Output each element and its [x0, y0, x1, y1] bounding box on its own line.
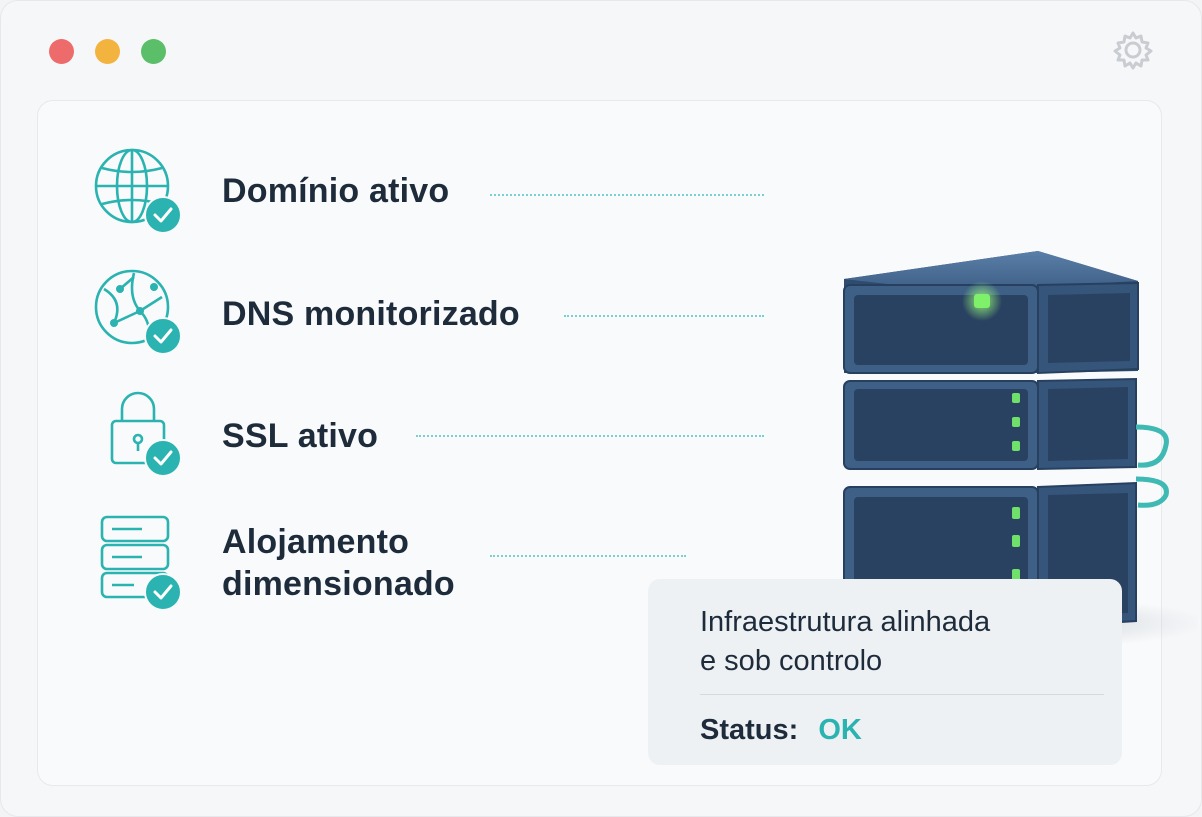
feature-label: SSL ativo	[222, 417, 379, 455]
connector-line	[564, 315, 764, 317]
check-circle-icon	[144, 573, 182, 611]
divider	[700, 694, 1104, 695]
status-label: Status:	[700, 714, 799, 746]
feature-ssl: SSL ativo	[94, 387, 794, 477]
feature-domain: Domínio ativo	[94, 146, 794, 236]
main-panel: Domínio ativo	[37, 100, 1198, 786]
status-value: OK	[818, 714, 862, 746]
status-description-line1: Infraestrutura alinhada	[700, 606, 991, 638]
status-card: Infraestrutura alinhada e sob controlo S…	[648, 579, 1122, 765]
minimize-window-button[interactable]	[95, 39, 120, 64]
status-row: Status: OK	[700, 710, 862, 750]
check-circle-icon	[144, 317, 182, 355]
feature-dns: DNS monitorizado	[94, 267, 794, 357]
connector-line	[490, 555, 686, 557]
feature-hosting: Alojamento dimensionado	[94, 511, 794, 621]
status-description: Infraestrutura alinhada e sob controlo	[700, 603, 1080, 681]
check-circle-icon	[144, 439, 182, 477]
gear-icon[interactable]	[1111, 28, 1155, 72]
maximize-window-button[interactable]	[141, 39, 166, 64]
check-circle-icon	[144, 196, 182, 234]
feature-label: Domínio ativo	[222, 172, 450, 210]
feature-label-line2: dimensionado	[222, 565, 455, 603]
feature-label-line1: Alojamento	[222, 523, 410, 561]
connector-line	[490, 194, 764, 196]
status-description-line2: e sob controlo	[700, 645, 883, 677]
connector-line	[416, 435, 764, 437]
close-window-button[interactable]	[49, 39, 74, 64]
feature-label: DNS monitorizado	[222, 295, 520, 333]
